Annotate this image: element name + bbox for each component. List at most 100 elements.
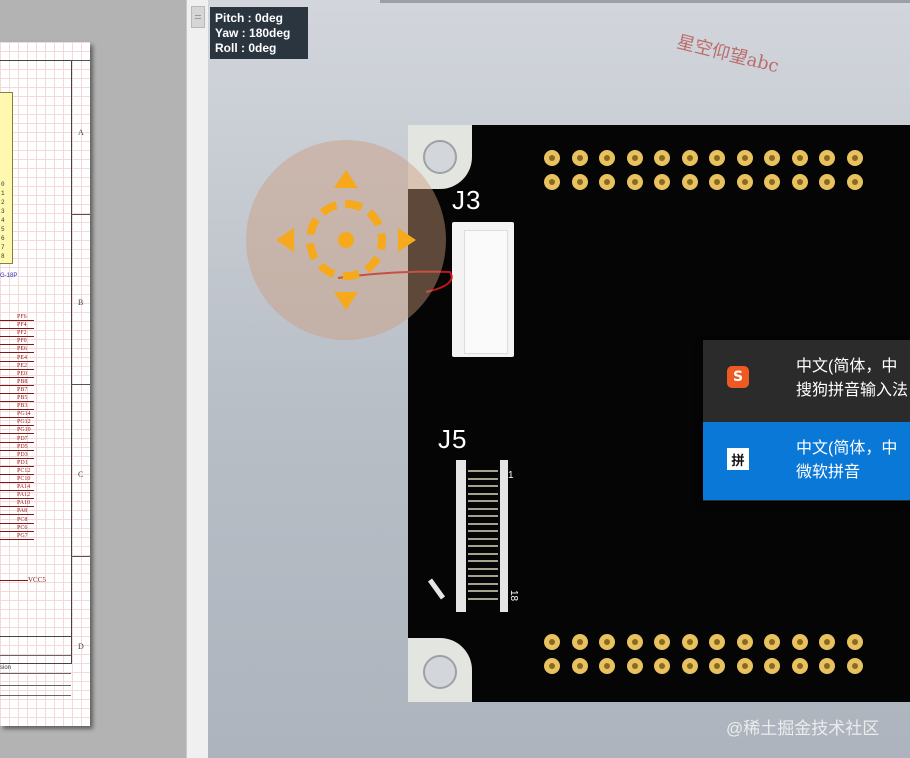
net-label: PF6 <box>17 314 27 320</box>
header-pin <box>846 150 863 166</box>
net-label: PA10 <box>17 500 31 507</box>
header-pin <box>819 150 835 166</box>
arrow-up-icon[interactable] <box>334 170 358 188</box>
red-annotation-stroke <box>337 270 453 293</box>
net-label: PG12 <box>17 419 31 426</box>
header-pin <box>599 634 615 650</box>
viewport-top-strip <box>380 0 910 3</box>
header-pin <box>654 174 670 190</box>
net-label: PC12 <box>17 467 31 474</box>
title-block <box>0 636 71 707</box>
vcc-wire <box>0 580 28 581</box>
header-pin <box>791 150 808 166</box>
chip-pin-label: 3 <box>1 208 5 215</box>
net-label: PB8 <box>17 378 28 385</box>
header-pin <box>571 174 588 190</box>
header-pin <box>819 634 835 650</box>
net-wire <box>0 433 34 435</box>
net-wire <box>0 457 34 459</box>
input-method-menu[interactable]: S 中文(简体，中 搜狗拼音输入法 拼 中文(简体，中 微软拼音 <box>703 340 910 501</box>
mounting-hole-bottom <box>423 655 457 689</box>
header-pin <box>571 150 588 166</box>
header-pin <box>819 658 835 674</box>
net-wire <box>0 498 34 500</box>
header-pin <box>791 634 808 650</box>
connector-ref-label: G-18P <box>0 273 18 279</box>
j5-contact <box>468 552 498 555</box>
version-label: sion <box>0 665 12 671</box>
schematic-frame <box>0 60 72 664</box>
vcc-label: VCC5 <box>28 576 46 584</box>
zone-divider <box>71 384 90 385</box>
chip-pin-label: 4 <box>1 217 5 224</box>
pinyin-icon: 拼 <box>727 448 749 470</box>
header-pin <box>571 634 588 650</box>
net-wire <box>0 538 34 540</box>
j5-contact <box>468 582 498 585</box>
mounting-hole-top <box>423 140 457 174</box>
net-wire <box>0 409 34 411</box>
header-pin <box>681 658 698 674</box>
net-label: PF4 <box>17 322 27 329</box>
net-wire <box>0 417 34 419</box>
net-wire <box>0 506 34 508</box>
arrow-left-icon[interactable] <box>276 228 294 252</box>
net-label: PC6 <box>17 524 28 531</box>
net-label: PG7 <box>17 532 28 539</box>
net-label: PF2 <box>17 330 27 337</box>
header-pin <box>626 150 643 166</box>
net-label: PF0 <box>17 338 27 345</box>
net-wire <box>0 401 34 402</box>
header-pin <box>654 150 670 166</box>
j5-rail-right <box>500 460 508 612</box>
net-wire <box>0 441 34 443</box>
j5-contact <box>468 590 498 592</box>
gizmo-ring[interactable] <box>306 200 386 280</box>
j5-contact <box>468 515 498 517</box>
cable-pen-icon <box>427 578 446 600</box>
connector-symbol: 0 1 2 3 4 5 6 7 8 <box>0 92 13 264</box>
net-label: PE4 <box>17 354 28 361</box>
net-label: PB3 <box>17 403 28 410</box>
zone-letter-c: C <box>78 470 84 479</box>
header-pin <box>709 634 725 650</box>
j5-contact <box>468 545 498 547</box>
header-pin <box>846 174 863 190</box>
zone-letter-a: A <box>78 128 84 137</box>
net-label: PB7 <box>17 386 28 393</box>
j3-connector-slot <box>464 230 508 354</box>
arrow-down-icon[interactable] <box>334 292 358 310</box>
panel-scrollbar[interactable] <box>186 0 209 758</box>
pitch-readout: Pitch : 0deg <box>215 11 284 25</box>
header-pin <box>736 634 753 650</box>
net-wire <box>0 384 34 386</box>
header-pin <box>764 174 780 190</box>
ime-option-microsoft-pinyin[interactable]: 拼 中文(简体，中 微软拼音 <box>703 422 910 500</box>
header-pin <box>544 634 560 650</box>
net-wire <box>0 473 34 475</box>
chip-pin-label: 8 <box>1 253 5 260</box>
header-pin <box>599 174 615 190</box>
j5-contact <box>468 560 498 562</box>
header-pin <box>709 174 725 190</box>
gizmo-center[interactable] <box>338 232 354 248</box>
3d-viewport[interactable]: Pitch : 0deg Yaw : 180deg Roll : 0deg 星空… <box>208 0 910 758</box>
yaw-readout: Yaw : 180deg <box>215 26 291 40</box>
arrow-right-icon[interactable] <box>398 228 416 252</box>
ime-option-sogou[interactable]: S 中文(简体，中 搜狗拼音输入法 <box>703 340 910 418</box>
ime-option-text: 中文(简体，中 搜狗拼音输入法 <box>796 355 908 403</box>
net-label: PE0 <box>17 370 28 377</box>
header-pin <box>736 174 753 190</box>
zone-letter-d: D <box>78 642 84 651</box>
header-pin <box>736 150 753 166</box>
header-pin <box>599 150 615 166</box>
scroll-thumb[interactable] <box>191 6 205 28</box>
j3-connector[interactable] <box>452 222 514 357</box>
chip-pin-label: 0 <box>1 181 5 188</box>
net-wire <box>0 352 34 354</box>
net-wire <box>0 320 34 321</box>
move-gizmo[interactable] <box>246 140 446 340</box>
net-label: PD5 <box>17 443 28 450</box>
net-label: PA8 <box>17 508 28 515</box>
j5-connector[interactable] <box>456 460 508 612</box>
